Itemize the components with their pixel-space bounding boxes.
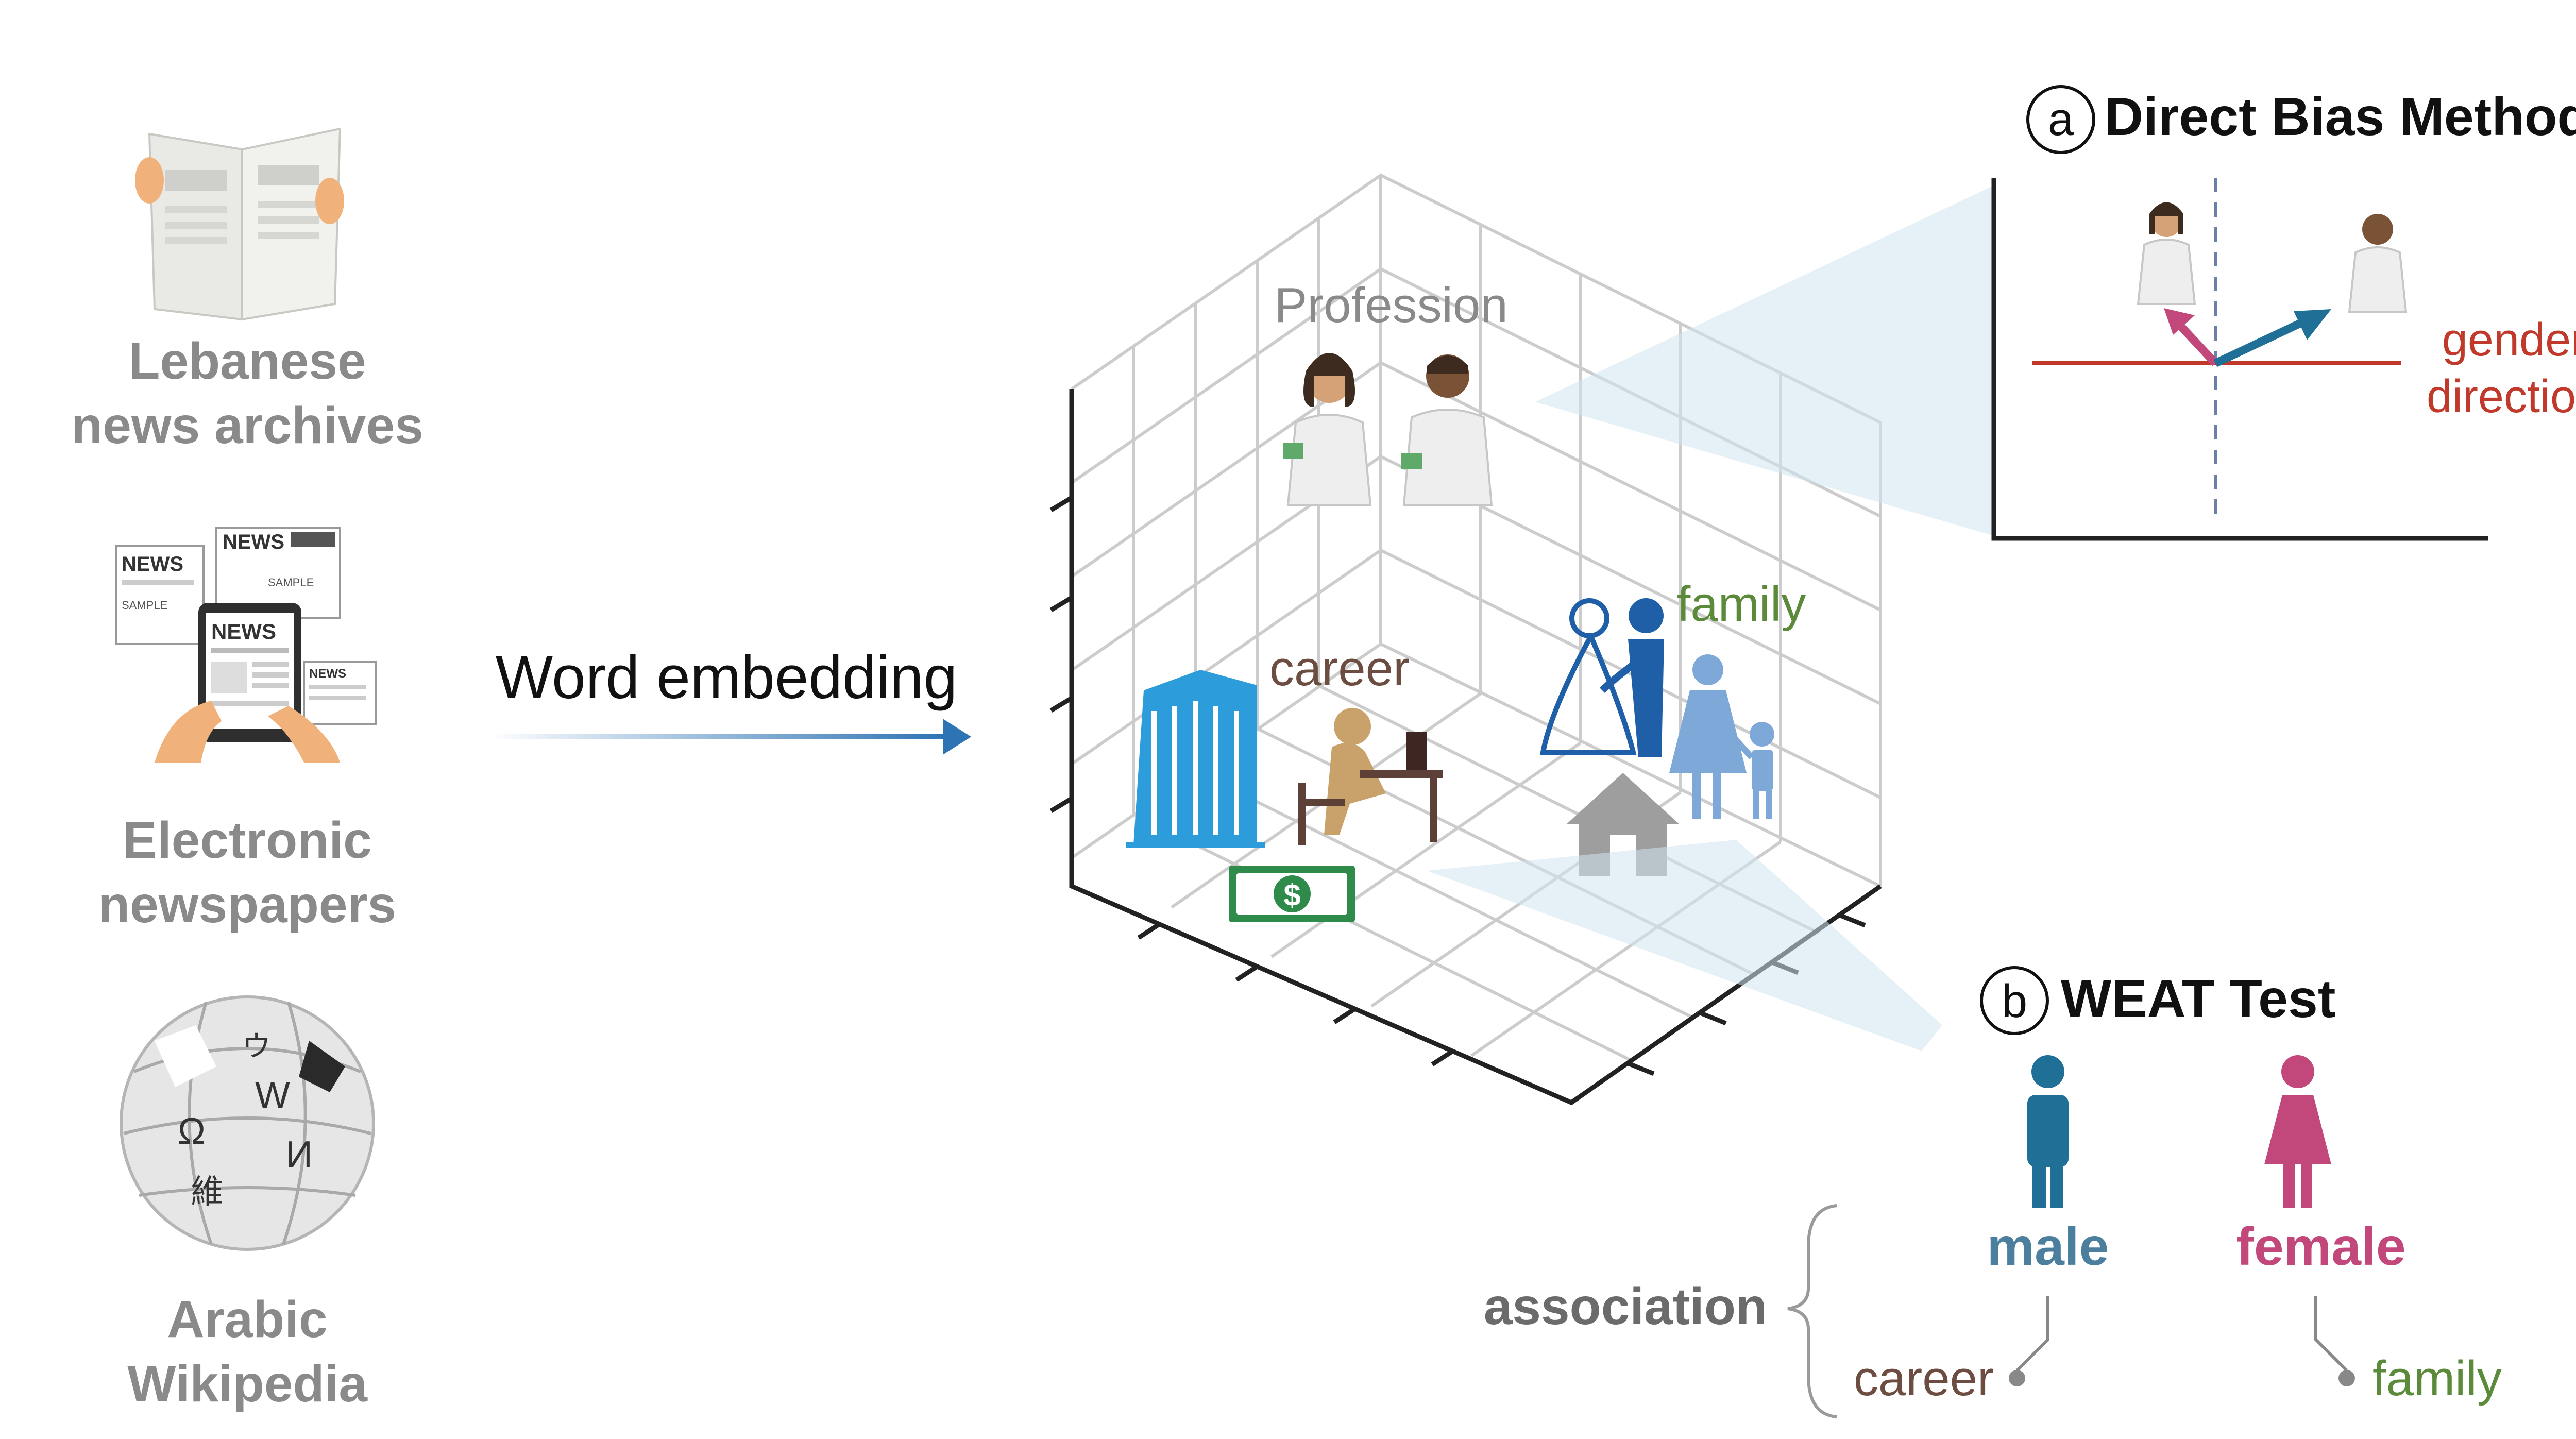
sample-word-1: SAMPLE (122, 599, 167, 612)
career-label: career (1269, 641, 1410, 696)
news-word-2: NEWS (223, 531, 284, 553)
globe-glyph-w: W (255, 1075, 290, 1116)
weat-family-label: family (2372, 1351, 2502, 1406)
office-building-icon (1126, 670, 1265, 848)
female-family-dot (2338, 1370, 2355, 1386)
projection-beam-a (1535, 185, 1994, 536)
panel-direct-bias: a Direct Bias Method gender direction (1991, 85, 2576, 541)
source-electronic-newspapers: NEWS SAMPLE NEWS SAMPLE NEWS NEWS Electr… (98, 527, 396, 934)
parent-child-icon (1669, 654, 1774, 819)
gender-direction-line1: gender (2442, 314, 2576, 366)
association-label: association (1484, 1278, 1767, 1335)
news-word-4: NEWS (211, 619, 276, 644)
source-3-line1: Arabic (167, 1291, 327, 1348)
male-doctor-icon (1401, 354, 1493, 506)
person-at-desk-icon (1298, 708, 1443, 845)
profession-label: Profession (1274, 278, 1508, 333)
panel-a-male-doctor-icon (2348, 214, 2408, 313)
wedding-couple-icon (1539, 598, 1664, 757)
source-3-line2: Wikipedia (127, 1355, 368, 1413)
panel-b-marker: b (2002, 976, 2027, 1027)
panel-b-title: WEAT Test (2061, 969, 2335, 1029)
female-vector-head (2164, 308, 2195, 335)
panel-a-female-doctor-icon (2137, 202, 2196, 305)
male-vector-head (2294, 309, 2331, 340)
source-1-line2: news archives (71, 397, 423, 454)
globe-glyph-wei: 維 (191, 1173, 224, 1210)
arrow-shaft (489, 734, 943, 739)
male-label: male (1987, 1217, 2109, 1277)
newspaper-reader-icon (135, 127, 344, 321)
female-doctor-icon (1283, 353, 1372, 506)
news-word-1: NEWS (122, 553, 183, 575)
source-1-line1: Lebanese (128, 332, 366, 390)
word-embedding-arrow: Word embedding (489, 644, 971, 755)
male-career-dot (2009, 1370, 2025, 1386)
gender-direction-line2: direction (2427, 371, 2576, 422)
arrow-head (943, 719, 971, 755)
globe-glyph-u: ウ (242, 1030, 271, 1062)
projection-beam-b (1427, 840, 1942, 1051)
money-bill-icon: $ (1229, 866, 1355, 922)
panel-a-title: Direct Bias Method (2105, 87, 2576, 147)
male-career-connector (2015, 1296, 2049, 1372)
money-symbol: $ (1283, 878, 1300, 912)
embedding-cube: Profession career (1049, 173, 1994, 1106)
panel-a-axes (1991, 178, 2488, 541)
panel-weat-test: b WEAT Test male female association care… (1484, 966, 2502, 1418)
panel-a-marker: a (2048, 94, 2074, 145)
globe-glyph-i: И (286, 1134, 313, 1175)
female-vector (2176, 321, 2218, 366)
word-embedding-label: Word embedding (496, 644, 957, 712)
source-2-line2: newspapers (98, 876, 396, 934)
female-label: female (2236, 1217, 2406, 1277)
cube-axes (1049, 389, 1882, 1106)
source-lebanese-news: Lebanese news archives (71, 127, 423, 454)
tablet-news-icon: NEWS SAMPLE NEWS SAMPLE NEWS NEWS (115, 527, 377, 763)
female-family-connector (2314, 1296, 2348, 1372)
wikipedia-globe-icon: Ω W И 維 ウ (120, 995, 375, 1251)
male-vector (2213, 318, 2305, 367)
sample-word-2: SAMPLE (268, 576, 314, 589)
source-arabic-wikipedia: Ω W И 維 ウ Arabic Wikipedia (120, 995, 375, 1413)
association-brace (1787, 1204, 1837, 1418)
panel-b-marker-circle (1980, 966, 2049, 1035)
male-figure-icon (2027, 1055, 2069, 1208)
globe-glyph-omega: Ω (178, 1111, 206, 1152)
news-word-3: NEWS (309, 667, 346, 681)
female-figure-icon (2264, 1055, 2331, 1208)
weat-career-label: career (1854, 1351, 1994, 1406)
panel-a-marker-circle (2026, 85, 2095, 154)
family-label: family (1677, 577, 1806, 632)
source-2-line1: Electronic (123, 811, 372, 869)
